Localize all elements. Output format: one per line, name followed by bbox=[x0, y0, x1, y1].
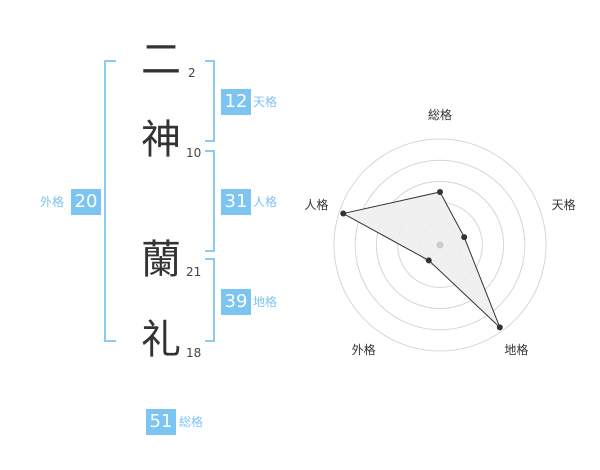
stroke-count-3: 21 bbox=[186, 265, 202, 279]
radar-axis-label-4: 外格 bbox=[352, 342, 376, 357]
tenkaku-bracket bbox=[205, 60, 215, 142]
radar-point-4 bbox=[425, 257, 432, 264]
radar-center-dot bbox=[436, 241, 444, 249]
chikaku-value: 39 bbox=[221, 289, 251, 315]
jinkaku-value: 31 bbox=[221, 189, 251, 215]
tenkaku-label: 天格 bbox=[253, 95, 278, 109]
name-char-2: 神 bbox=[141, 117, 181, 163]
chikaku-bracket bbox=[205, 258, 215, 342]
gaikaku-value: 20 bbox=[71, 189, 101, 215]
soukaku-value: 51 bbox=[146, 409, 176, 435]
jinkaku-label: 人格 bbox=[253, 195, 278, 209]
stroke-count-2: 10 bbox=[186, 146, 202, 160]
radar-point-3 bbox=[496, 324, 503, 331]
radar-point-2 bbox=[461, 234, 468, 241]
radar-axis-label-1: 総格 bbox=[428, 107, 452, 122]
radar-axis-label-5: 人格 bbox=[304, 197, 328, 212]
chikaku-label: 地格 bbox=[253, 295, 278, 309]
radar-grid-ring bbox=[375, 180, 505, 310]
tenkaku-value: 12 bbox=[221, 89, 251, 115]
radar-axis-label-2: 天格 bbox=[552, 197, 576, 212]
radar-points bbox=[340, 189, 503, 331]
stroke-count-4: 18 bbox=[186, 346, 202, 360]
radar-point-5 bbox=[340, 210, 347, 217]
jinkaku-bracket bbox=[205, 150, 215, 252]
stroke-count-1: 2 bbox=[188, 66, 196, 80]
name-char-1: 二 bbox=[141, 37, 181, 83]
radar-point-1 bbox=[437, 189, 443, 195]
radar-area bbox=[341, 191, 501, 328]
gaikaku-bracket bbox=[104, 60, 116, 342]
name-char-4: 礼 bbox=[141, 317, 181, 363]
radar-axis-label-3: 地格 bbox=[504, 342, 528, 357]
radar-grid-ring bbox=[354, 159, 526, 331]
soukaku-label: 総格 bbox=[179, 415, 204, 429]
gaikaku-label: 外格 bbox=[40, 195, 65, 209]
radar-grid-ring bbox=[333, 138, 547, 352]
name-char-3: 蘭 bbox=[141, 237, 181, 283]
